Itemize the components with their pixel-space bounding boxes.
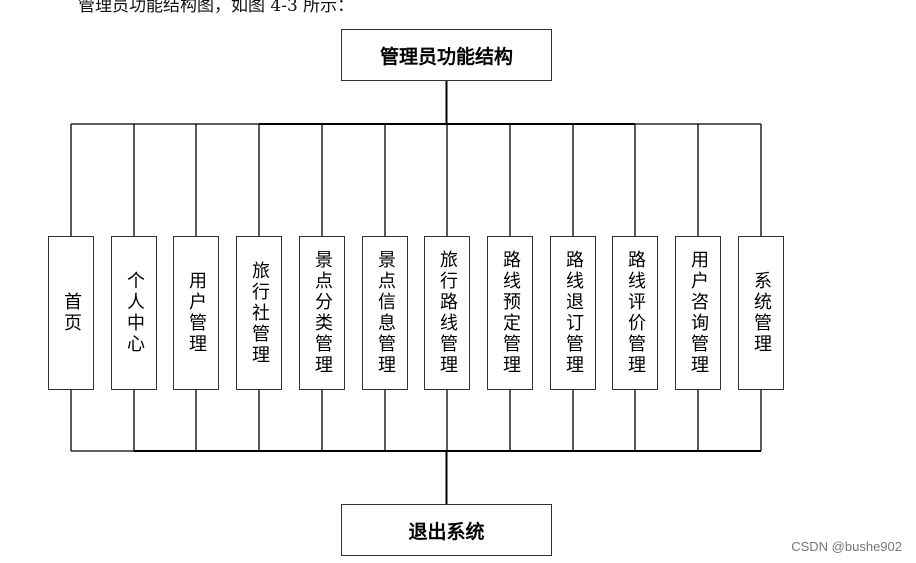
module-label: 路线退订管理 (563, 250, 584, 376)
module-label: 系统管理 (751, 271, 772, 355)
module-box-system-management: 系统管理 (738, 236, 784, 390)
module-label: 用户管理 (186, 271, 207, 355)
root-node-box: 管理员功能结构 (341, 29, 552, 81)
watermark: CSDN @bushe902 (791, 539, 902, 554)
module-label: 首页 (61, 292, 82, 334)
exit-node-box: 退出系统 (341, 504, 552, 556)
module-box-travel-route-management: 旅行路线管理 (424, 236, 470, 390)
module-label: 用户咨询管理 (688, 250, 709, 376)
module-label: 景点信息管理 (375, 250, 396, 376)
module-box-travel-agency-management: 旅行社管理 (236, 236, 282, 390)
module-label: 旅行社管理 (249, 260, 270, 366)
exit-node-label: 退出系统 (408, 520, 485, 543)
module-box-user-consult-management: 用户咨询管理 (675, 236, 721, 390)
module-box-scenic-info-management: 景点信息管理 (362, 236, 408, 390)
module-box-scenic-category-management: 景点分类管理 (299, 236, 345, 390)
module-label: 路线评价管理 (625, 250, 646, 376)
section-caption: 管理员功能结构图，如图 4-3 所示： (78, 0, 355, 16)
module-box-personal-center: 个人中心 (111, 236, 157, 390)
module-label: 景点分类管理 (312, 250, 333, 376)
module-box-home: 首页 (48, 236, 94, 390)
module-box-route-booking-management: 路线预定管理 (487, 236, 533, 390)
module-label: 旅行路线管理 (437, 250, 458, 376)
module-label: 路线预定管理 (500, 250, 521, 376)
module-box-route-cancel-management: 路线退订管理 (550, 236, 596, 390)
root-node-label: 管理员功能结构 (379, 45, 513, 68)
module-box-user-management: 用户管理 (173, 236, 219, 390)
module-box-route-review-management: 路线评价管理 (612, 236, 658, 390)
module-label: 个人中心 (124, 271, 145, 355)
